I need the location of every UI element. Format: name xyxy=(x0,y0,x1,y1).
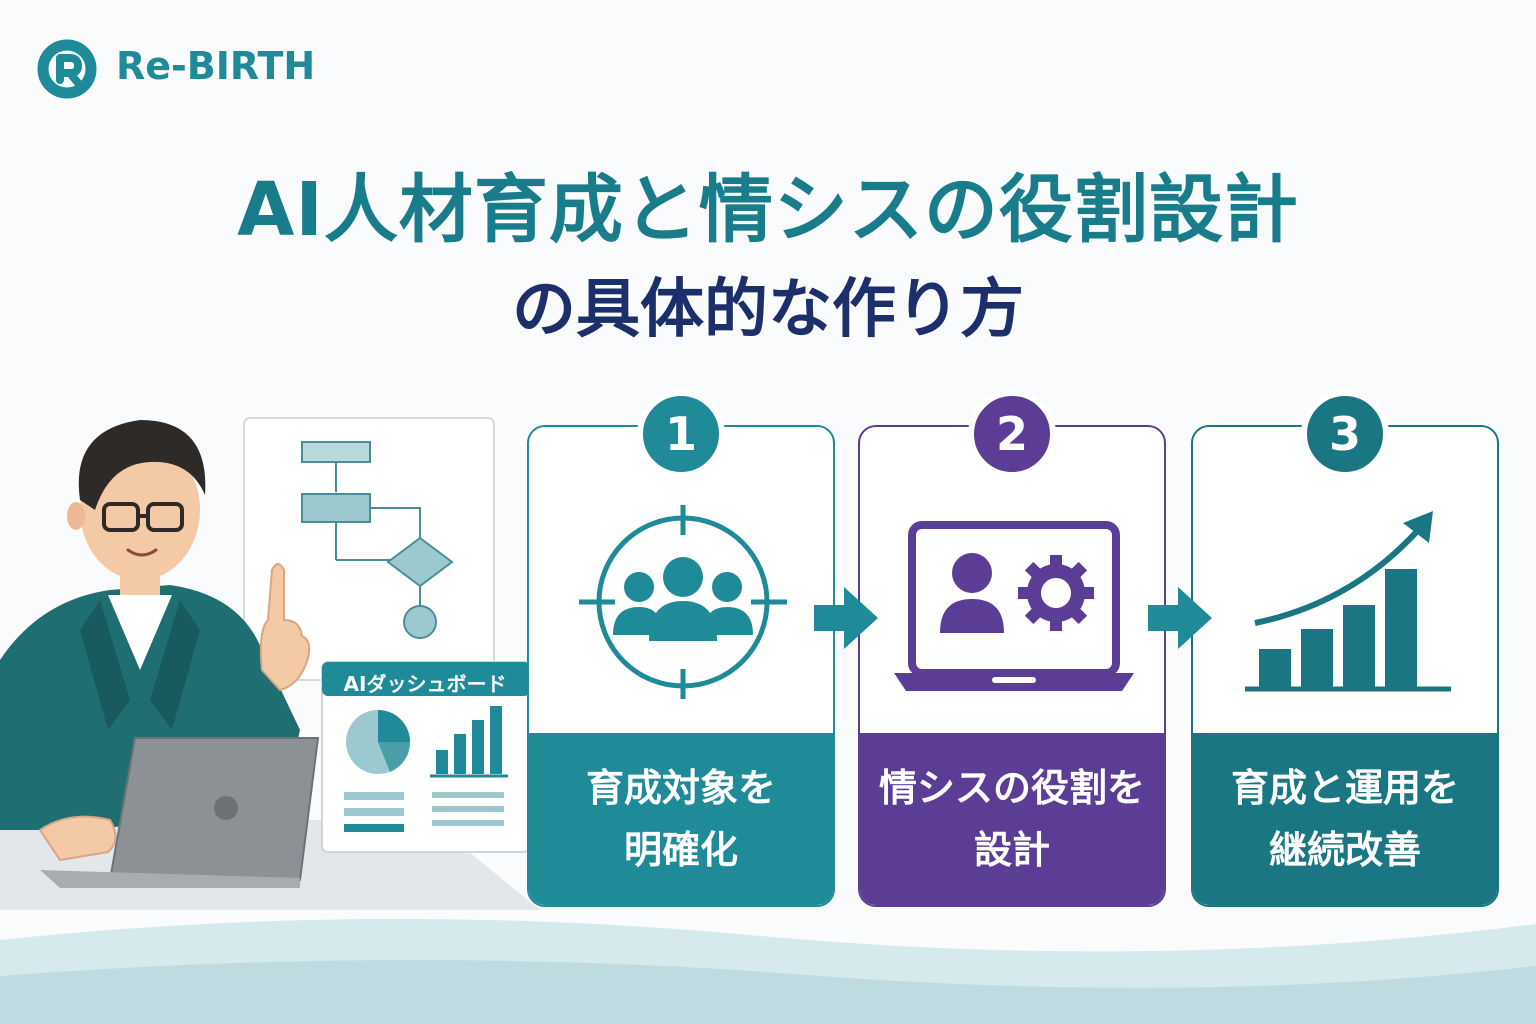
page-title: AI人材育成と情シスの役割設計 xyxy=(237,167,1299,253)
target-people-icon xyxy=(579,505,787,699)
laptop xyxy=(40,737,320,888)
step-label-3: 育成と運用を 継続改善 xyxy=(1230,766,1459,872)
arrow-right-icon xyxy=(814,587,878,649)
brand-name: Re-BIRTH xyxy=(116,44,316,88)
presenter-illustration xyxy=(0,417,540,910)
step-label-2: 情シスの役割を 設計 xyxy=(878,766,1145,872)
step-number-1: 1 xyxy=(637,390,725,478)
rebirth-logo-icon xyxy=(37,39,97,99)
step-number-3: 3 xyxy=(1301,390,1389,478)
growth-chart-icon xyxy=(1245,511,1451,692)
flowchart-board xyxy=(243,417,495,681)
step-card-3: 育成と運用を 継続改善 xyxy=(1191,425,1499,907)
laptop-user-gear-icon xyxy=(894,521,1134,691)
step-number-2: 2 xyxy=(968,390,1056,478)
brand-logo: Re-BIRTH xyxy=(34,36,334,100)
dashboard-title: AIダッシュボード xyxy=(343,672,507,696)
step-card-2: 情シスの役割を 設計 xyxy=(858,425,1166,907)
step-card-1: 育成対象を 明確化 xyxy=(527,425,835,907)
decorative-wave xyxy=(0,918,1536,1024)
ai-dashboard-panel xyxy=(321,661,531,853)
step-label-1: 育成対象を 明確化 xyxy=(585,766,776,872)
page-subtitle: の具体的な作り方 xyxy=(512,273,1024,347)
arrow-right-icon xyxy=(1148,587,1212,649)
